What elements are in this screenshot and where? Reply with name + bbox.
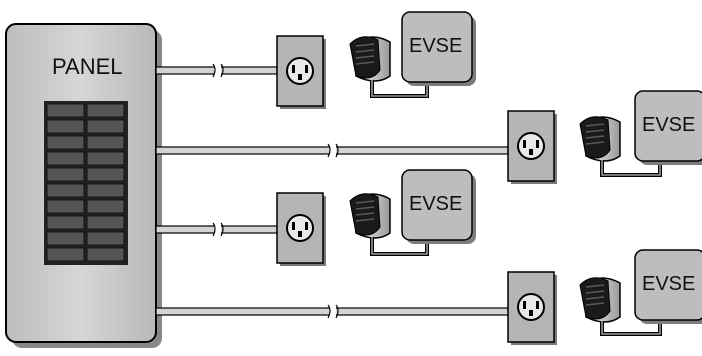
circuit: EVSE (155, 90, 702, 184)
evse-unit: EVSE (634, 249, 702, 324)
breaker (46, 151, 85, 166)
breaker (86, 119, 125, 134)
evse-label: EVSE (642, 273, 695, 295)
panel-label: PANEL (52, 54, 123, 79)
evse-label: EVSE (409, 35, 462, 57)
breaker (46, 167, 85, 182)
receptacle-outlet (507, 271, 557, 345)
evse-unit: EVSE (401, 169, 476, 244)
breaker (46, 215, 85, 230)
breaker (46, 103, 85, 118)
circuit: EVSE (155, 249, 702, 345)
evse-box (634, 90, 702, 162)
breaker-grid (44, 101, 128, 265)
conduit (155, 63, 278, 78)
circuit: EVSE (155, 169, 476, 266)
electrical-panel: PANEL (5, 23, 162, 348)
charging-cable (600, 320, 662, 336)
breaker (46, 183, 85, 198)
plug-icon (349, 193, 391, 239)
breaker (46, 199, 85, 214)
charging-cable (600, 160, 662, 177)
receptacle-outlet (276, 192, 326, 266)
plug-icon (579, 116, 621, 162)
receptacle-outlet (276, 35, 326, 109)
circuit: EVSE (155, 11, 476, 109)
breaker (86, 215, 125, 230)
conduit (155, 304, 509, 319)
evse-box (401, 11, 473, 83)
evse-label: EVSE (642, 114, 695, 136)
evse-box (401, 169, 473, 241)
breaker (86, 199, 125, 214)
breaker (86, 103, 125, 118)
breaker (86, 247, 125, 262)
evse-unit: EVSE (634, 90, 702, 165)
breaker (46, 231, 85, 246)
conduit (155, 222, 278, 237)
evse-label: EVSE (409, 193, 462, 215)
charging-cable (370, 80, 429, 98)
plug-icon (349, 36, 391, 82)
charging-cable (370, 237, 429, 256)
breaker (46, 247, 85, 262)
circuits: EVSE EVSE EVSE EVSE (155, 11, 702, 345)
evse-unit: EVSE (401, 11, 476, 86)
breaker (46, 135, 85, 150)
plug-icon (579, 277, 621, 323)
breaker (86, 183, 125, 198)
evse-box (634, 249, 702, 321)
breaker (86, 151, 125, 166)
receptacle-outlet (507, 110, 557, 184)
breaker (86, 135, 125, 150)
breaker (86, 231, 125, 246)
breaker (86, 167, 125, 182)
breaker (46, 119, 85, 134)
conduit (155, 143, 509, 158)
